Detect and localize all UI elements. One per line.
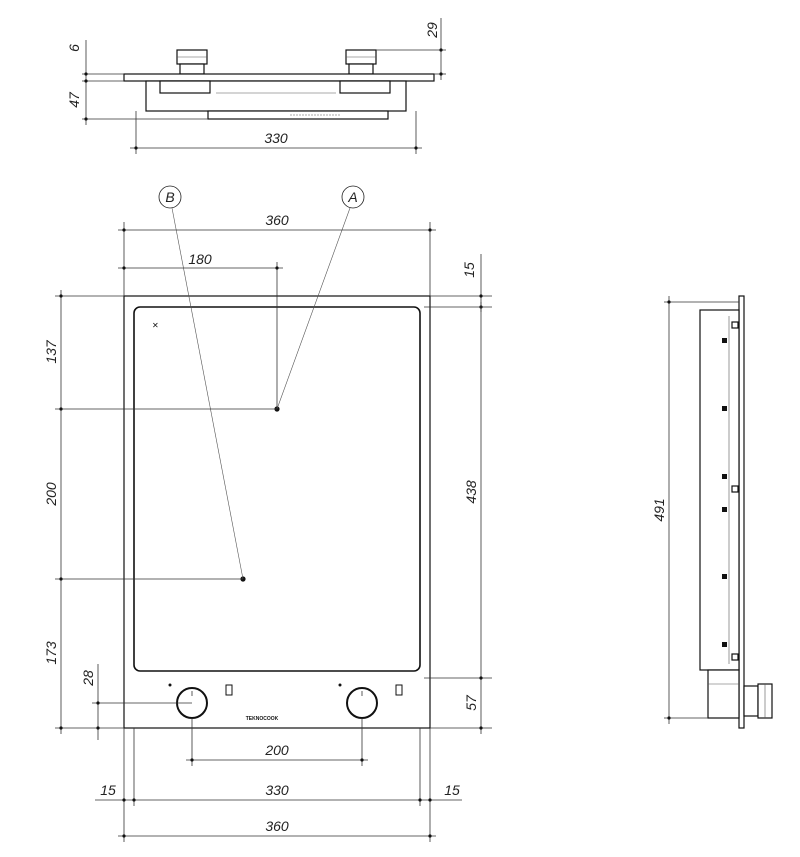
dim-front-15-bottom-left: 15 <box>100 782 116 798</box>
dim-front-173: 173 <box>43 641 59 665</box>
front-view: ✕ TEKNOCOOK B A 360 180 <box>43 185 492 842</box>
dim-front-360-top: 360 <box>265 212 289 228</box>
dim-front-200-left: 200 <box>43 482 59 507</box>
side-plate <box>738 295 745 729</box>
indicator-left <box>225 684 233 696</box>
side-lower-housing <box>707 669 740 719</box>
callout-a <box>341 185 365 209</box>
dim-front-200-knobs: 200 <box>264 742 289 758</box>
dim-front-28: 28 <box>80 670 96 687</box>
dim-front-137: 137 <box>43 339 59 364</box>
callout-b <box>158 185 182 209</box>
dim-top-29: 29 <box>424 22 440 39</box>
dim-front-360-bottom: 360 <box>265 818 289 834</box>
indicator-right <box>395 684 403 696</box>
top-knob-right-base <box>348 63 374 75</box>
svg-text:B: B <box>165 189 174 205</box>
top-plate <box>123 73 435 82</box>
dim-front-57: 57 <box>463 694 479 711</box>
dim-top-330: 330 <box>264 130 288 146</box>
dim-front-438: 438 <box>463 480 479 504</box>
brand-label: TEKNOCOOK <box>246 716 279 722</box>
dim-front-15-bottom-right: 15 <box>444 782 460 798</box>
svg-text:✕: ✕ <box>152 321 159 330</box>
top-view: 6 47 29 330 <box>66 18 446 154</box>
svg-text:A: A <box>347 189 357 205</box>
dim-side-491: 491 <box>651 498 667 521</box>
dim-top-47: 47 <box>66 91 82 108</box>
dim-front-15-right: 15 <box>461 262 477 278</box>
dim-top-6: 6 <box>66 44 82 52</box>
side-view: 491 <box>651 295 773 729</box>
dim-front-330-bottom: 330 <box>265 782 289 798</box>
side-knob-base <box>743 685 759 717</box>
dim-front-180: 180 <box>188 251 212 267</box>
top-knob-left-base <box>179 63 205 75</box>
